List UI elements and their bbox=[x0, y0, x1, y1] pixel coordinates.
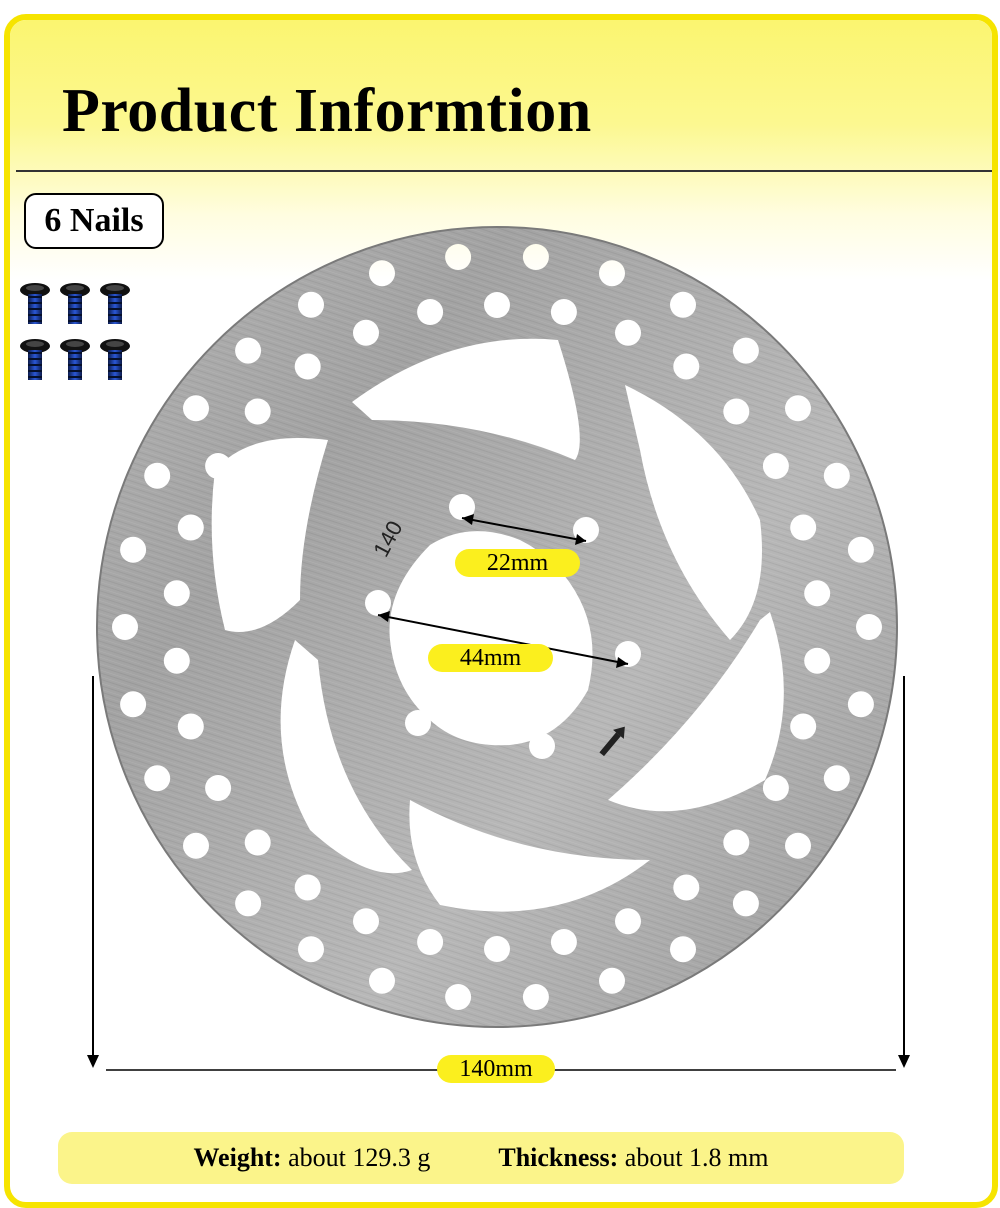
title-divider bbox=[16, 170, 992, 172]
screw-icon-group bbox=[20, 283, 130, 380]
screw-icon bbox=[20, 283, 50, 324]
bolt-spacing-label: 44mm bbox=[428, 644, 553, 672]
page-title: Product Informtion bbox=[62, 77, 592, 145]
spec-bar: Weight: about 129.3 g Thickness: about 1… bbox=[58, 1132, 904, 1184]
weight-label: Weight: bbox=[193, 1143, 282, 1172]
weight-value: about 129.3 g bbox=[288, 1143, 431, 1172]
thickness-value: about 1.8 mm bbox=[624, 1143, 769, 1172]
thickness-label: Thickness: bbox=[498, 1143, 619, 1172]
outer-diameter-label: 140mm bbox=[437, 1055, 555, 1083]
inner-hole-label: 22mm bbox=[455, 549, 580, 577]
nails-badge: 6 Nails bbox=[24, 193, 164, 249]
